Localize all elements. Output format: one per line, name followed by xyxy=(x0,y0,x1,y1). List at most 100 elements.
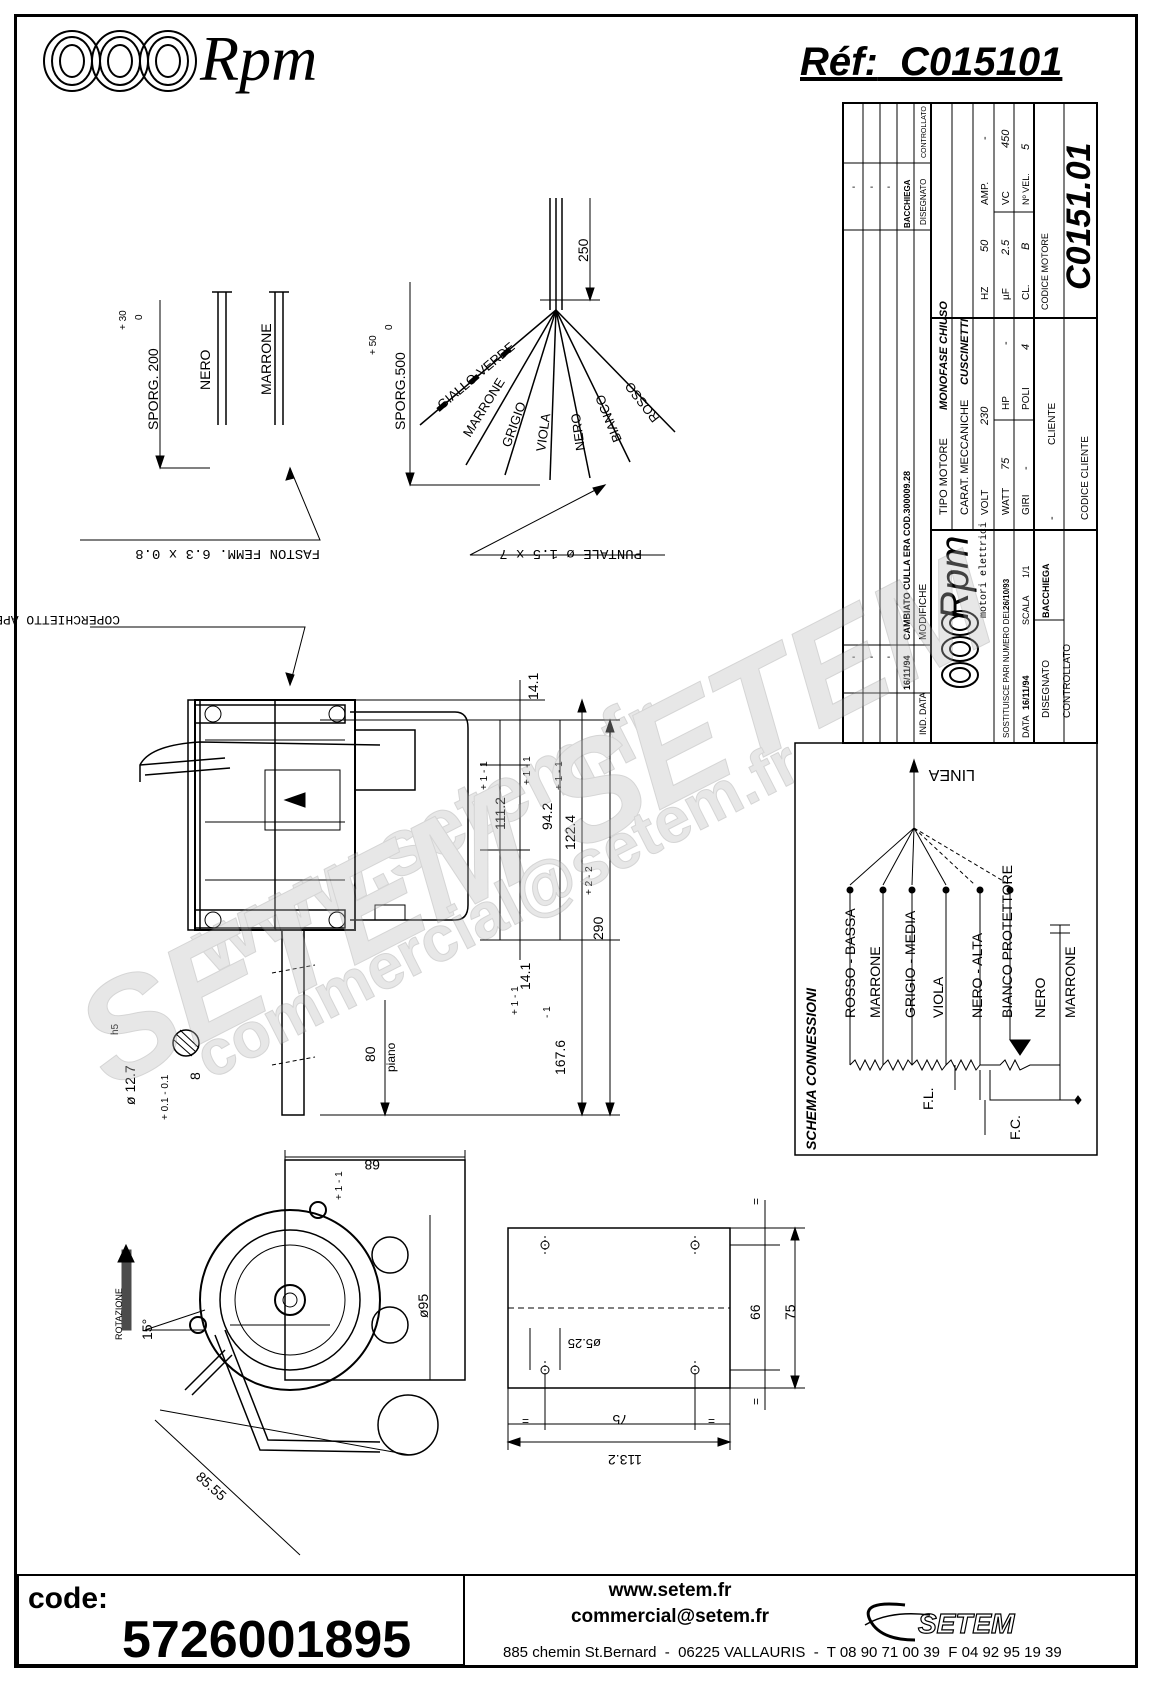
setem-logo: SETEM xyxy=(918,1608,1015,1639)
brand-logo-text: Rpm xyxy=(200,23,318,94)
sporg-500-tol-minus: 0 xyxy=(384,324,395,330)
mod-dash: - xyxy=(887,652,890,663)
term-bianco-protettore: BIANCO PROTETTORE xyxy=(999,865,1015,1018)
vc-value: 450 xyxy=(1000,129,1012,148)
schema-title: SCHEMA CONNESSIONI xyxy=(803,987,819,1150)
ref-value: C015101 xyxy=(900,40,1063,84)
dim-66: 66 xyxy=(747,1304,763,1320)
coperchietto-label: COPERCHIETTO APERTO xyxy=(0,612,120,627)
code-label: code: xyxy=(28,1582,109,1615)
title-brand-sub: motori elettrici xyxy=(978,522,990,618)
dim-15deg: 15° xyxy=(139,1319,155,1340)
sporg-200-tol-minus: 0 xyxy=(134,314,145,320)
sporg-200-label: SPORG. 200 xyxy=(145,348,161,430)
motor-code-label: CODICE MOTORE xyxy=(1040,233,1050,310)
rotazione-label: ROTAZIONE xyxy=(114,1288,124,1340)
nvel-value: 5 xyxy=(1020,143,1032,150)
footer-email[interactable]: commercial@setem.fr xyxy=(570,1606,770,1627)
wire-giallo-verde: GIALLO-VERDE xyxy=(434,339,517,412)
eq-mark: = xyxy=(708,1414,715,1428)
controllato-label: CONTROLLATO xyxy=(1062,644,1073,718)
mod-dash: - xyxy=(887,182,890,193)
dim-94-2: 94.2 xyxy=(539,803,555,830)
disegnato-col-label: DISEGNATO xyxy=(919,179,928,225)
eq-mark: = xyxy=(749,1198,763,1205)
dim-14-1-bottom: 14.1 xyxy=(517,963,533,990)
eq-mark: = xyxy=(522,1414,529,1428)
modifica-by: BACCHIEGA xyxy=(903,179,912,228)
wire-bianco: BIANCO xyxy=(592,393,625,445)
cliente-label: CLIENTE xyxy=(1047,402,1058,445)
poli-value: 4 xyxy=(1020,344,1032,350)
shaft-diameter: ø 12.7 xyxy=(122,1065,138,1105)
drawing-frame xyxy=(14,14,1138,1668)
wire-short-nero: NERO xyxy=(197,349,213,390)
title-brand-coil xyxy=(941,610,979,688)
dim-8: 8 xyxy=(187,1072,203,1080)
ind-label: IND. xyxy=(918,717,928,735)
dim-8-tol: + 0.1 - 0.1 xyxy=(160,1074,171,1120)
sporg-500-label: SPORG.500 xyxy=(392,352,408,430)
dim-14-1-top: 14.1 xyxy=(525,673,541,700)
giri-value: - xyxy=(1020,466,1032,470)
carat-value: CUSCINETTI xyxy=(959,318,971,385)
piano-label: piano xyxy=(384,1042,398,1072)
hz-value: 50 xyxy=(979,239,991,252)
dim-75-vertical: 75 xyxy=(782,1304,798,1320)
motor-code: C0151.01 xyxy=(1060,143,1098,290)
sporg-200-tol-plus: + 30 xyxy=(118,310,129,330)
disegnato-by: BACCHIEGA xyxy=(1041,563,1051,618)
giri-label: GIRI xyxy=(1021,494,1032,515)
term-nero-alta: NERO - ALTA xyxy=(969,932,985,1018)
modifiche-label: MODIFICHE xyxy=(918,584,929,640)
shaft-fit: h5 xyxy=(110,1023,121,1035)
volt-value: 230 xyxy=(979,406,991,426)
data-date: 16/11/94 xyxy=(1021,675,1031,710)
modifica-text: CAMBIATO CULLA ERA COD.300009.28 xyxy=(902,471,912,640)
term-grigio-media: GRIGIO - MEDIA xyxy=(902,910,918,1018)
dim-75-horizontal: 75 xyxy=(612,1412,628,1428)
dim-68-tol: + 1 - 1 xyxy=(334,1171,345,1200)
dim-290-tol: + 2 - 2 xyxy=(584,866,595,895)
dim-167-6-tol: - 1 xyxy=(542,1006,553,1018)
cliente-value: - xyxy=(1046,516,1058,520)
fc-label: F.C. xyxy=(1007,1115,1023,1140)
term-rosso-bassa: ROSSO - BASSA xyxy=(842,908,858,1018)
controllato-col-label: CONTROLLATO xyxy=(921,106,928,158)
wire-grigio: GRIGIO xyxy=(499,400,529,449)
modifica-date: 16/11/94 xyxy=(902,655,912,690)
dim-111-2-tol: + 1 - 1 xyxy=(479,761,490,790)
codice-cliente-label: CODICE CLIENTE xyxy=(1080,436,1091,520)
uf-label: µF xyxy=(1001,288,1012,300)
sporg-500-tol-plus: + 50 xyxy=(368,335,379,355)
dim-122-4: 122.4 xyxy=(562,815,578,850)
mod-dash: - xyxy=(870,652,873,663)
rpm-coil-logo xyxy=(43,30,197,92)
sostituisce-label: SOSTITUISCE PARI NUMERO DEL xyxy=(1002,608,1011,738)
linea-label: LINEA xyxy=(928,766,975,783)
title-brand-text: Rpm xyxy=(933,536,977,620)
dim-167-6: 167.6 xyxy=(552,1040,568,1075)
watt-value: 75 xyxy=(1000,457,1012,470)
eq-mark: = xyxy=(749,1398,763,1405)
hp-label: HP xyxy=(1001,396,1012,410)
carat-label: CARAT. MECCANICHE xyxy=(959,400,971,515)
wires-diagram xyxy=(80,198,676,556)
wire-rosso: ROSSO xyxy=(622,379,663,425)
fl-label: F.L. xyxy=(920,1087,936,1110)
dim-290: 290 xyxy=(590,916,606,940)
wire-short-marrone: MARRONE xyxy=(258,323,274,395)
data-label: DATA xyxy=(918,692,928,715)
wire-viola: VIOLA xyxy=(533,412,553,452)
dim-95: ø95 xyxy=(415,1294,431,1318)
title-block: IND. DATA MODIFICHE DISEGNATO CONTROLLAT… xyxy=(842,102,1098,744)
volt-label: VOLT xyxy=(980,490,991,515)
mod-dash: - xyxy=(852,182,855,193)
data-row-label: DATA xyxy=(1021,715,1031,738)
dim-122-4-tol: + 1 - 1 xyxy=(554,761,565,790)
tipo-motore-label: TIPO MOTORE xyxy=(938,438,950,515)
scala-label: SCALA xyxy=(1021,595,1031,625)
footer-website[interactable]: www.setem.fr xyxy=(608,1580,732,1601)
code-value: 5726001895 xyxy=(122,1611,412,1669)
hp-value: - xyxy=(1000,341,1012,345)
